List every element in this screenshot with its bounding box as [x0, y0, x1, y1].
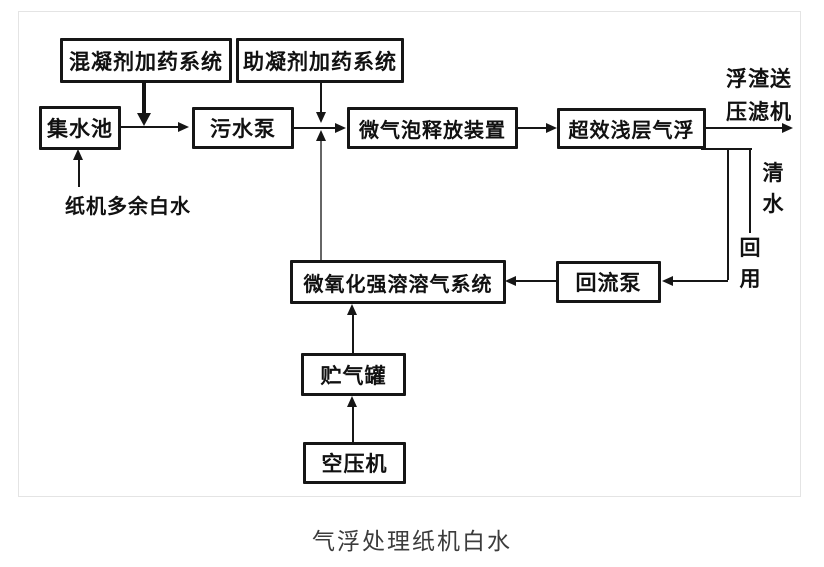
label-scum-line1: 浮渣送 [726, 68, 792, 91]
flow-line-collect-to-pump [121, 126, 179, 128]
arrowhead-coagulant-into-pipe-icon [137, 113, 151, 126]
arrowhead-into-sewage-pump-icon [178, 122, 189, 132]
flow-line-release-to-flotation [518, 127, 548, 129]
node-collection-tank: 集水池 [39, 106, 121, 150]
node-gas-storage-tank: 贮气罐 [301, 353, 406, 396]
arrowhead-into-gas-tank-icon [347, 396, 357, 407]
arrowhead-aid-into-pipe-icon [316, 112, 326, 123]
arrowhead-into-flotation-icon [546, 123, 557, 133]
node-sewage-pump: 污水泵 [192, 107, 294, 149]
flow-line-recycle-drop [727, 148, 729, 280]
flow-line-to-reflux-pump [672, 280, 728, 282]
node-reflux-pump: 回流泵 [556, 261, 661, 303]
flow-line-coagulant-drop [142, 82, 146, 115]
arrowhead-into-dissolved-system-icon [505, 276, 516, 286]
node-coagulant-dosing: 混凝剂加药系统 [60, 38, 232, 83]
flow-line-pump-to-release [294, 127, 339, 129]
flow-line-whitewater-inflow [78, 157, 80, 187]
flow-line-clear-water-drop [749, 148, 751, 233]
arrowhead-into-release-icon [335, 123, 346, 133]
label-paper-machine-white-water: 纸机多余白水 [65, 196, 191, 218]
node-microbubble-release: 微气泡释放装置 [347, 107, 518, 149]
flow-line-compressor-to-tank [352, 402, 354, 442]
flow-line-reflux-to-dissolved [515, 280, 556, 282]
flow-line-flotation-bottom-stub [701, 148, 752, 150]
label-scum-line2: 压滤机 [726, 101, 792, 124]
node-shallow-flotation: 超效浅层气浮 [557, 108, 706, 149]
arrowhead-dissolved-air-up-icon [316, 130, 326, 141]
node-dissolved-air-system: 微氧化强溶溶气系统 [290, 260, 506, 304]
diagram-caption: 气浮处理纸机白水 [312, 528, 512, 554]
flow-line-coagulant-aid-drop [320, 82, 322, 113]
node-coagulant-aid-dosing: 助凝剂加药系统 [236, 38, 404, 83]
arrowhead-to-filter-press-icon [782, 123, 793, 133]
flow-line-dissolved-air-riser [320, 141, 322, 260]
arrowhead-into-dissolved-bottom-icon [347, 304, 357, 315]
label-clear-water: 清水 [762, 162, 784, 216]
flow-line-tank-to-dissolved [352, 310, 354, 353]
label-reuse: 回用 [739, 237, 761, 291]
arrowhead-into-collection-tank-icon [73, 149, 83, 160]
arrowhead-into-reflux-pump-icon [662, 276, 673, 286]
node-air-compressor: 空压机 [303, 442, 406, 484]
flow-line-scum-out [706, 127, 782, 129]
label-scum-to-filter-press: 浮渣送 压滤机 [726, 63, 792, 129]
diagram-frame: 混凝剂加药系统 助凝剂加药系统 集水池 污水泵 微气泡释放装置 超效浅层气浮 微… [18, 11, 801, 497]
